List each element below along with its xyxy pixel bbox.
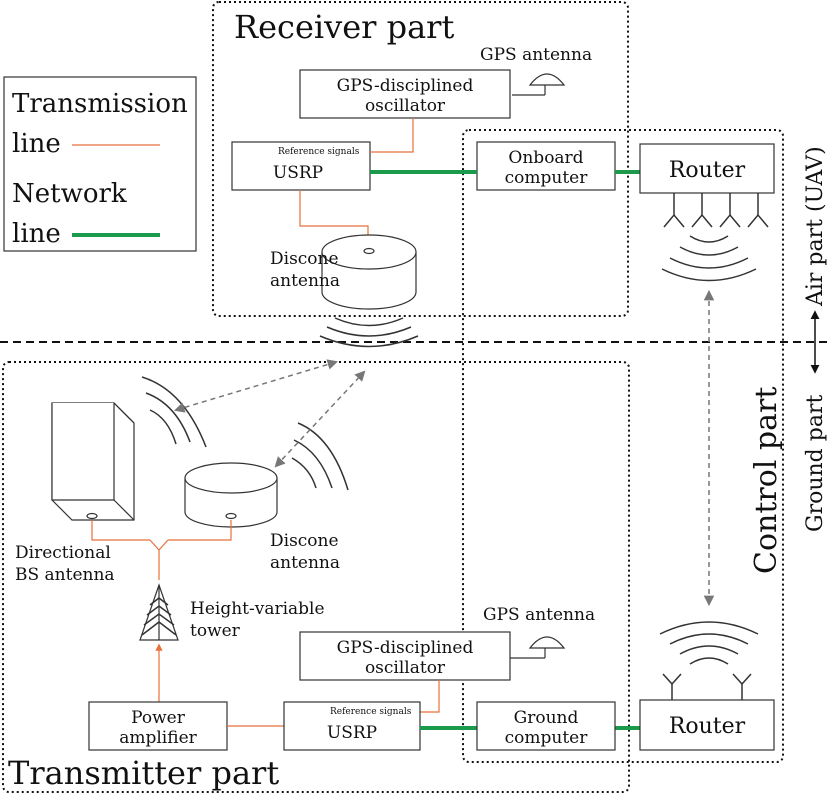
receiver-region: [212, 1, 629, 317]
air-router-waves: [661, 235, 757, 282]
transmitter-reference-line: [420, 680, 440, 713]
transmitter-discone-label: Discone: [270, 531, 339, 551]
legend-transmission-label-2: line: [12, 129, 61, 159]
transmitter-discone-label-2: antenna: [270, 553, 340, 573]
receiver-gpsdo-box: [299, 69, 511, 119]
legend-box: [3, 76, 197, 252]
transmitter-gps-antenna-icon: [510, 636, 566, 659]
receiver-discone-icon: [321, 234, 417, 310]
receiver-reference-signals: Reference signals: [278, 147, 360, 157]
receiver-gps-antenna-label: GPS antenna: [480, 45, 592, 65]
tower-label-2: tower: [190, 621, 241, 641]
discone-link-arrow: [274, 370, 366, 468]
receiver-discone-waves: [319, 317, 419, 348]
receiver-reference-line: [370, 118, 414, 153]
ground-router-waves: [659, 621, 759, 665]
directional-antenna-icon: [51, 402, 135, 521]
tower-label: Height-variable: [190, 599, 325, 619]
onboard-computer-label: Onboard: [508, 148, 583, 168]
discone-feed-line: [168, 520, 232, 541]
directional-feed-line: [91, 520, 150, 541]
air-router-box: [639, 143, 775, 194]
transmitter-usrp-label: USRP: [327, 723, 377, 743]
receiver-discone-label-2: antenna: [270, 271, 340, 291]
air-router-label: Router: [669, 158, 746, 183]
ground-part-label: Ground part: [803, 395, 828, 532]
air-router-antennas-icon: [663, 193, 769, 228]
power-amplifier-label: Power: [131, 708, 186, 728]
control-title: Control part: [749, 387, 784, 574]
onboard-computer-box: [476, 141, 616, 191]
ground-computer-label: Ground: [514, 708, 579, 728]
receiver-gpsdo-label: GPS-disciplined: [337, 76, 474, 96]
transmitter-gpsdo-box: [299, 631, 511, 681]
receiver-title: Receiver part: [234, 8, 454, 46]
directional-antenna-label: Directional: [15, 543, 111, 563]
tower-icon: [139, 583, 179, 641]
legend-transmission-label: Transmission: [12, 89, 188, 119]
ground-computer-box: [476, 701, 616, 751]
power-amplifier-label-2: amplifier: [119, 728, 197, 748]
receiver-gpsdo-label-2: oscillator: [365, 96, 446, 116]
receiver-discone-label: Discone: [270, 249, 339, 269]
power-amplifier-box: [88, 701, 228, 751]
receiver-usrp-label: USRP: [273, 163, 323, 183]
transmitter-gpsdo-label: GPS-disciplined: [337, 638, 474, 658]
directional-antenna-label-2: BS antenna: [15, 565, 115, 585]
transmitter-reference-signals: Reference signals: [330, 707, 412, 717]
receiver-gps-antenna-icon: [512, 73, 566, 96]
ground-router-antennas-icon: [662, 673, 752, 700]
transmitter-discone-icon: [184, 462, 278, 528]
ground-router-label: Router: [669, 714, 746, 739]
directional-antenna-waves: [141, 376, 207, 448]
transmitter-gps-antenna-label: GPS antenna: [483, 605, 595, 625]
control-region: [462, 129, 784, 763]
legend-network-label: Network: [12, 179, 127, 209]
ground-computer-label-2: computer: [505, 728, 589, 748]
transmitter-discone-waves: [291, 422, 349, 491]
onboard-computer-label-2: computer: [505, 168, 589, 188]
ground-router-box: [639, 699, 775, 751]
transmitter-title: Transmitter part: [8, 754, 279, 792]
splitter-icon: [149, 539, 169, 551]
receiver-usrp-box: [231, 141, 371, 191]
transmitter-gpsdo-label-2: oscillator: [365, 658, 446, 678]
legend-network-label-2: line: [12, 219, 61, 249]
transmitter-usrp-box: [283, 701, 421, 751]
air-part-label: Air part (UAV): [803, 146, 828, 307]
directional-link-arrow: [173, 359, 339, 413]
